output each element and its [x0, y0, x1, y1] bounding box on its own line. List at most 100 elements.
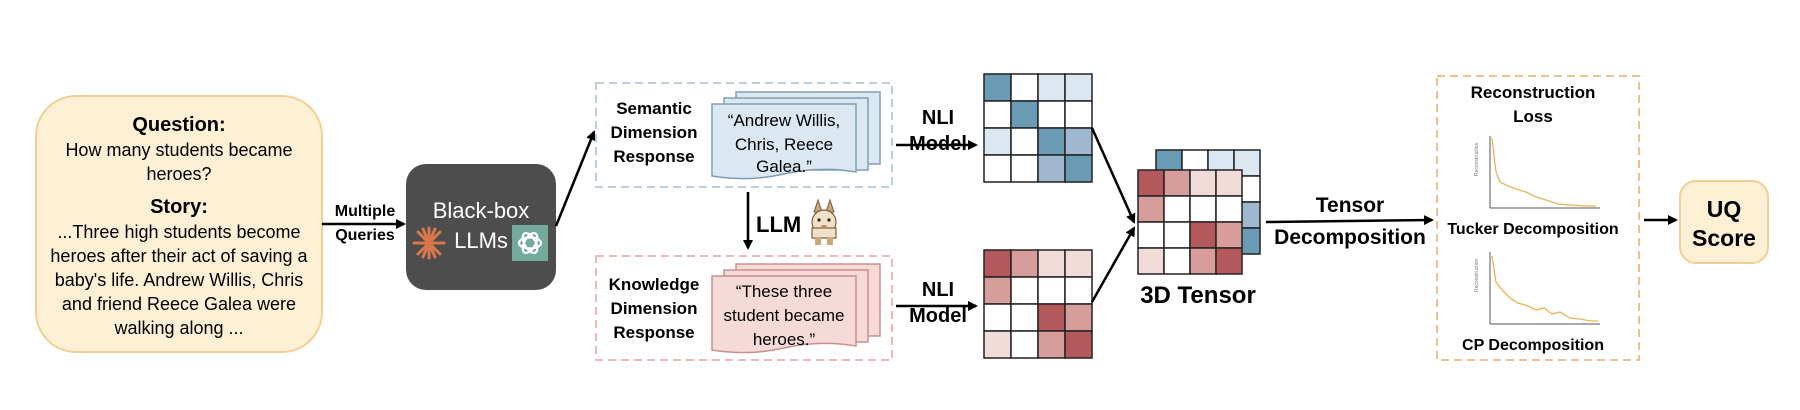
svg-text:Reconstruction: Reconstruction [1474, 142, 1480, 176]
arrow-tensor-decomposition [1265, 215, 1434, 226]
knowledge-matrix-cell-0 [983, 249, 1012, 278]
knowledge-matrix-cell-11 [1064, 303, 1093, 332]
tensor-front-cell-3 [1215, 169, 1243, 197]
knowledge-matrix-cell-3 [1064, 249, 1093, 278]
semantic-matrix-cell-1 [1010, 73, 1039, 102]
story-line-3: baby's life. Andrew Willis, Chris [55, 270, 304, 290]
semantic-matrix-cell-7 [1064, 100, 1093, 129]
tensor-front-cell-2 [1189, 169, 1217, 197]
decomp-title-1: Reconstruction [1471, 83, 1596, 102]
knowledge-label-1: Knowledge [609, 275, 700, 294]
knowledge-matrix-cell-7 [1064, 276, 1093, 305]
semantic-nli-matrix [983, 73, 1093, 183]
knowledge-matrix-cell-6 [1037, 276, 1066, 305]
decomp-title-2: Loss [1513, 107, 1553, 126]
llama-icon [811, 198, 837, 245]
semantic-matrix-cell-12 [983, 154, 1012, 183]
tensor-arrow-label-2: Decomposition [1274, 226, 1426, 249]
knowledge-matrix-cell-8 [983, 303, 1012, 332]
knowledge-matrix-cell-15 [1064, 330, 1093, 359]
semantic-matrix-cell-15 [1064, 154, 1093, 183]
svg-text:Reconstruction: Reconstruction [1474, 258, 1480, 292]
arrow-blue-to-tensor [1090, 127, 1136, 224]
tensor-front-cell-13 [1163, 247, 1191, 275]
semantic-matrix-cell-3 [1064, 73, 1093, 102]
semantic-label-2: Dimension [611, 123, 698, 142]
semantic-matrix-cell-9 [1010, 127, 1039, 156]
tensor-front-cell-5 [1163, 195, 1191, 223]
tensor-front-cell-1 [1163, 169, 1191, 197]
question-title: Question: [132, 114, 225, 136]
semantic-quote-3: Galea.” [756, 157, 812, 176]
knowledge-matrix-cell-1 [1010, 249, 1039, 278]
arrow-to-semantic [554, 130, 596, 227]
queries-label-2: Queries [335, 227, 395, 244]
knowledge-panel: Knowledge Dimension Response “These thre… [595, 255, 893, 361]
tensor-front-cell-8 [1137, 221, 1165, 249]
knowledge-matrix-cell-2 [1037, 249, 1066, 278]
knowledge-label-3: Response [613, 323, 694, 342]
tensor-front-cell-4 [1137, 195, 1165, 223]
story-line-1: ...Three high students become [57, 222, 300, 242]
knowledge-label-2: Dimension [611, 299, 698, 318]
semantic-quote-2: Chris, Reece [735, 135, 833, 154]
tensor-front-cell-12 [1137, 247, 1165, 275]
tensor-label: 3D Tensor [1140, 282, 1256, 309]
question-line-2: heroes? [146, 164, 211, 184]
arrow-red-to-tensor [1090, 226, 1136, 303]
nli-top-label-1: NLI [922, 107, 954, 129]
semantic-matrix-cell-14 [1037, 154, 1066, 183]
uq-score-line-2: Score [1692, 225, 1756, 251]
nli-bottom-label-1: NLI [922, 279, 954, 301]
tensor-front-cell-6 [1189, 195, 1217, 223]
tensor-front-cell-9 [1163, 221, 1191, 249]
knowledge-quote-2: student became [724, 306, 845, 325]
tensor-front-cell-14 [1189, 247, 1217, 275]
knowledge-matrix-cell-10 [1037, 303, 1066, 332]
cp-label: CP Decomposition [1462, 337, 1604, 354]
input-card: Question: How many students became heroe… [35, 95, 323, 353]
semantic-matrix-cell-4 [983, 100, 1012, 129]
uq-score-line-1: UQ [1707, 196, 1742, 222]
tensor-front-cell-10 [1189, 221, 1217, 249]
decomposition-panel: Reconstruction Loss Reconstruction Tucke… [1436, 75, 1640, 361]
knowledge-matrix-cell-9 [1010, 303, 1039, 332]
llm-box-subtitle: LLMs [454, 228, 508, 253]
story-line-5: walking along ... [113, 318, 243, 338]
uq-score-box: UQ Score [1679, 180, 1769, 264]
llm-box-title: Black-box [433, 198, 530, 223]
semantic-label-1: Semantic [616, 99, 692, 118]
llm-arrow-label: LLM [756, 212, 801, 237]
knowledge-matrix-cell-14 [1037, 330, 1066, 359]
semantic-matrix-cell-8 [983, 127, 1012, 156]
tensor-front-cell-7 [1215, 195, 1243, 223]
tensor-front-cell-0 [1137, 169, 1165, 197]
semantic-matrix-cell-10 [1037, 127, 1066, 156]
nli-top-label-2: Model [909, 133, 967, 155]
question-line-1: How many students became [65, 140, 292, 160]
tensor-front-slice [1137, 169, 1243, 275]
claude-logo-icon [412, 226, 446, 260]
knowledge-matrix-cell-12 [983, 330, 1012, 359]
knowledge-matrix-cell-13 [1010, 330, 1039, 359]
semantic-panel: Semantic Dimension Response “Andrew Will… [595, 82, 893, 188]
llm-box: Black-box LLMs [406, 164, 556, 290]
knowledge-matrix-cell-4 [983, 276, 1012, 305]
queries-label-1: Multiple [335, 203, 396, 220]
semantic-matrix-cell-5 [1010, 100, 1039, 129]
semantic-doc-front [711, 103, 857, 180]
knowledge-quote-1: “These three [736, 282, 832, 301]
semantic-matrix-cell-0 [983, 73, 1012, 102]
tensor-arrow-label-1: Tensor [1316, 194, 1384, 217]
semantic-matrix-cell-11 [1064, 127, 1093, 156]
semantic-matrix-cell-6 [1037, 100, 1066, 129]
semantic-matrix-cell-2 [1037, 73, 1066, 102]
knowledge-doc-front [711, 275, 857, 354]
tucker-loss-plot: Reconstruction [1474, 136, 1600, 209]
story-line-4: and friend Reece Galea were [62, 294, 296, 314]
tensor-front-cell-11 [1215, 221, 1243, 249]
knowledge-matrix-cell-5 [1010, 276, 1039, 305]
nli-bottom-label-2: Model [909, 305, 967, 327]
knowledge-nli-matrix [983, 249, 1093, 359]
